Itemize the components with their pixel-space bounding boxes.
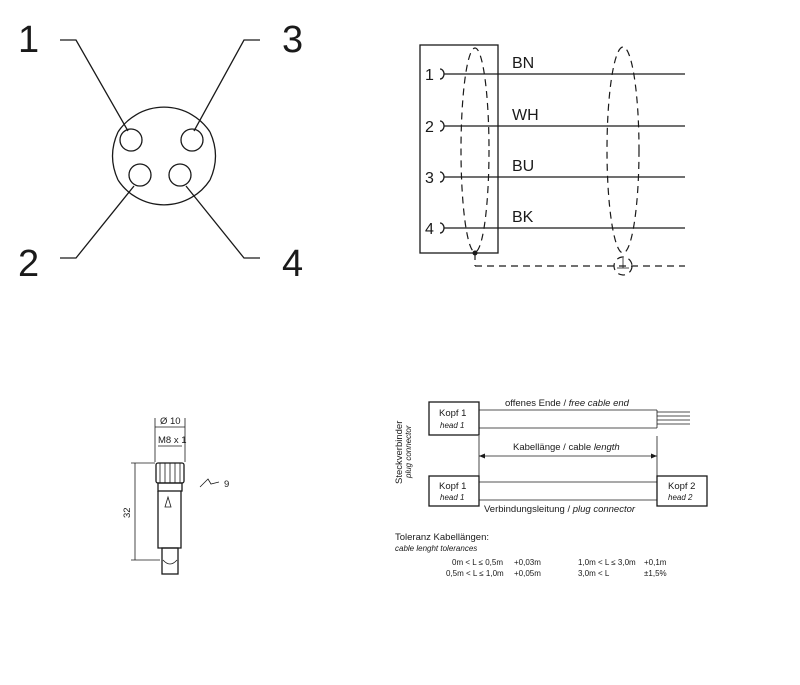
ground-symbol	[613, 256, 633, 276]
pin-1-socket	[119, 128, 143, 152]
tolerance-row-2-value: +0,05m	[514, 569, 541, 578]
head-1-top-label-en: head 1	[440, 421, 464, 430]
pinout-label-3: 3	[282, 19, 303, 61]
tolerance-row-2-range2: 3,0m < L	[578, 569, 610, 578]
tolerance-row-1-range2: 1,0m < L ≤ 3,0m	[578, 558, 636, 567]
head-1-top-label: Kopf 1	[439, 408, 466, 419]
tolerance-row-1-range: 0m < L ≤ 0,5m	[452, 558, 503, 567]
pin-3-socket	[180, 128, 204, 152]
wiring-pin-3: 3	[425, 170, 434, 187]
tolerance-table: Toleranz Kabellängen: cable lenght toler…	[395, 532, 667, 578]
head-1-bottom-box	[428, 475, 480, 507]
wire-label-wh: WH	[512, 107, 539, 124]
shield-loop-left	[460, 47, 490, 253]
open-end-label: offenes Ende / free cable end	[505, 398, 630, 409]
shield-loop-right	[606, 46, 640, 254]
tolerance-title: Toleranz Kabellängen:	[395, 532, 489, 543]
head-2-box	[656, 475, 708, 507]
wiring-pin-1: 1	[425, 67, 434, 84]
tolerance-row-2-value2: ±1,5%	[644, 569, 667, 578]
connection-label: Verbindungsleitung / plug connector	[484, 504, 636, 515]
tolerance-row-1-value: +0,03m	[514, 558, 541, 567]
pinout-label-1: 1	[18, 19, 39, 61]
side-label-en: plug connector	[404, 425, 413, 479]
pinout-label-4: 4	[282, 243, 303, 285]
wire-label-bn: BN	[512, 55, 534, 72]
connector-dimension-drawing: Ø 10 M8 x 1 32 9	[122, 416, 229, 575]
head-1-top-box	[428, 401, 480, 436]
head-1-bottom-label-en: head 1	[440, 493, 464, 502]
side-label: Steckverbinder	[394, 421, 405, 484]
head-2-label: Kopf 2	[668, 481, 695, 492]
wire-label-bu: BU	[512, 158, 534, 175]
head-1-bottom-label: Kopf 1	[439, 481, 466, 492]
wiring-diagram: 1 2 3 4 BN WH BU BK	[419, 44, 685, 276]
cable-diagram: Steckverbinder plug connector Kopf 1 hea…	[394, 398, 708, 515]
pinout-label-2: 2	[18, 243, 39, 285]
dim-wrench: 9	[224, 479, 229, 490]
wire-label-bk: BK	[512, 209, 534, 226]
pin-2-socket	[128, 163, 152, 187]
pinout-diagram: 1 2 3 4	[18, 19, 303, 285]
wiring-pin-4: 4	[425, 221, 434, 238]
cable-length-label: Kabellänge / cable length	[513, 442, 620, 453]
tolerance-row-2-range: 0,5m < L ≤ 1,0m	[446, 569, 504, 578]
dim-thread: M8 x 1	[158, 435, 187, 446]
tolerance-row-1-value2: +0,1m	[644, 558, 667, 567]
dim-diameter: Ø 10	[160, 416, 181, 427]
connector-housing	[419, 44, 499, 254]
pin-4-socket	[168, 163, 192, 187]
dim-length: 32	[122, 507, 133, 518]
tolerance-subtitle: cable lenght tolerances	[395, 544, 477, 553]
head-2-label-en: head 2	[668, 493, 693, 502]
wiring-pin-2: 2	[425, 119, 434, 136]
